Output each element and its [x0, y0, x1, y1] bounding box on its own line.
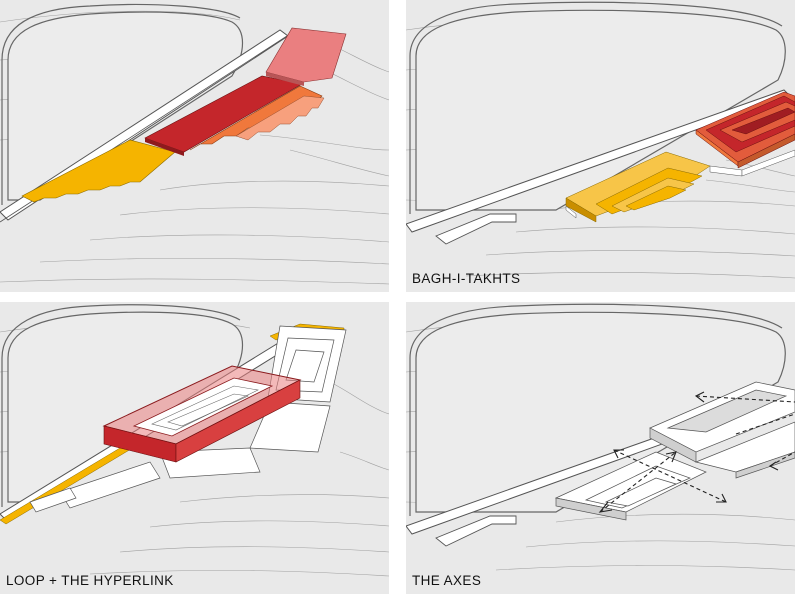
zone-yellow: [21, 139, 176, 203]
terraces-red: [695, 91, 795, 169]
loop-drawing: [0, 304, 389, 577]
arrow-se-icon: [716, 493, 727, 503]
terrace-outlines: [29, 325, 347, 513]
panel-zones: [0, 0, 389, 292]
zones-drawing: [0, 3, 389, 285]
loop-road: [415, 9, 786, 211]
loop-road: [415, 311, 786, 513]
arrow-sw-icon: [768, 461, 779, 471]
loop-road: [7, 311, 243, 503]
axis-arrowheads: [598, 391, 779, 513]
arrow-nw-icon: [613, 449, 624, 459]
axes-drawing: [406, 303, 795, 571]
loop-road: [7, 11, 243, 201]
panel-caption: BAGH-I-TAKHTS: [412, 271, 521, 286]
white-massing: [554, 381, 795, 521]
zone-salmon: [235, 95, 325, 141]
loop-frame: [102, 365, 302, 463]
panel-caption: LOOP + THE HYPERLINK: [6, 573, 174, 588]
panel-caption: THE AXES: [412, 573, 482, 588]
arrow-sw-icon: [598, 501, 613, 513]
panel-bagh-i-takhts: BAGH-I-TAKHTS: [406, 0, 795, 292]
axis-lines: [599, 395, 795, 513]
arrow-ne-icon: [665, 451, 677, 463]
terraces-drawing: [406, 1, 795, 279]
terraces-yellow: [565, 151, 711, 223]
panel-axes: THE AXES: [406, 302, 795, 594]
arrow-w-icon: [694, 391, 705, 403]
step-edges: [565, 149, 795, 219]
panel-loop-hyperlink: LOOP + THE HYPERLINK: [0, 302, 389, 594]
